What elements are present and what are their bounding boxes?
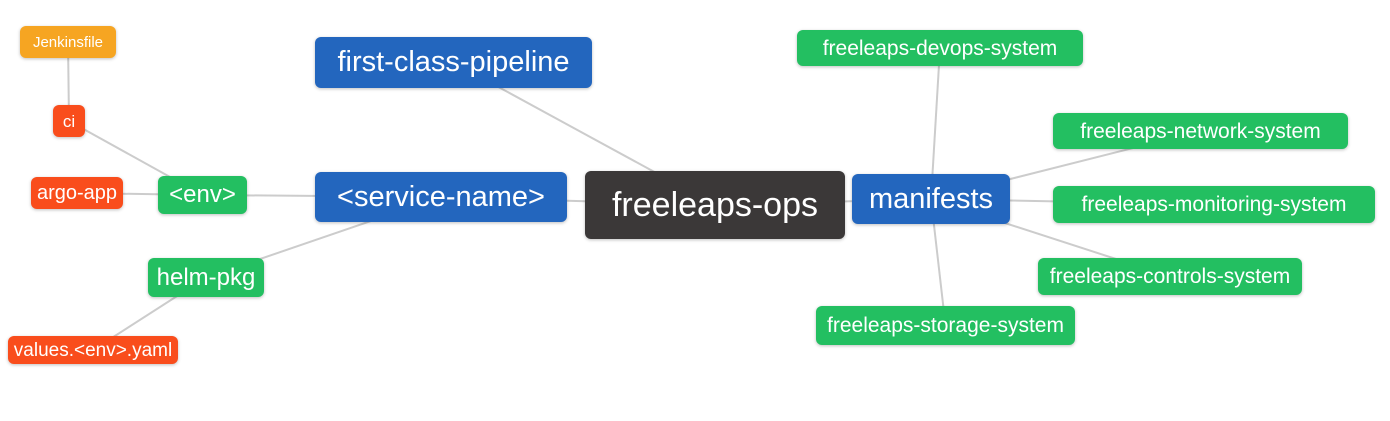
node-argo-app[interactable]: argo-app — [31, 177, 123, 209]
node-manifests[interactable]: manifests — [852, 174, 1010, 224]
node-monitoring-system[interactable]: freeleaps-monitoring-system — [1053, 186, 1375, 223]
node-values-env-yaml[interactable]: values.<env>.yaml — [8, 336, 178, 364]
edge-manifests--devops-system — [930, 47, 941, 200]
node-service-name[interactable]: <service-name> — [315, 172, 567, 222]
node-devops-system[interactable]: freeleaps-devops-system — [797, 30, 1083, 66]
node-jenkinsfile[interactable]: Jenkinsfile — [20, 26, 116, 58]
node-freeleaps-ops[interactable]: freeleaps-ops — [585, 171, 845, 239]
node-first-class-pipeline[interactable]: first-class-pipeline — [315, 37, 592, 88]
node-storage-system[interactable]: freeleaps-storage-system — [816, 306, 1075, 345]
node-helm-pkg[interactable]: helm-pkg — [148, 258, 264, 297]
node-env[interactable]: <env> — [158, 176, 247, 214]
node-controls-system[interactable]: freeleaps-controls-system — [1038, 258, 1302, 295]
node-ci[interactable]: ci — [53, 105, 85, 137]
node-network-system[interactable]: freeleaps-network-system — [1053, 113, 1348, 149]
